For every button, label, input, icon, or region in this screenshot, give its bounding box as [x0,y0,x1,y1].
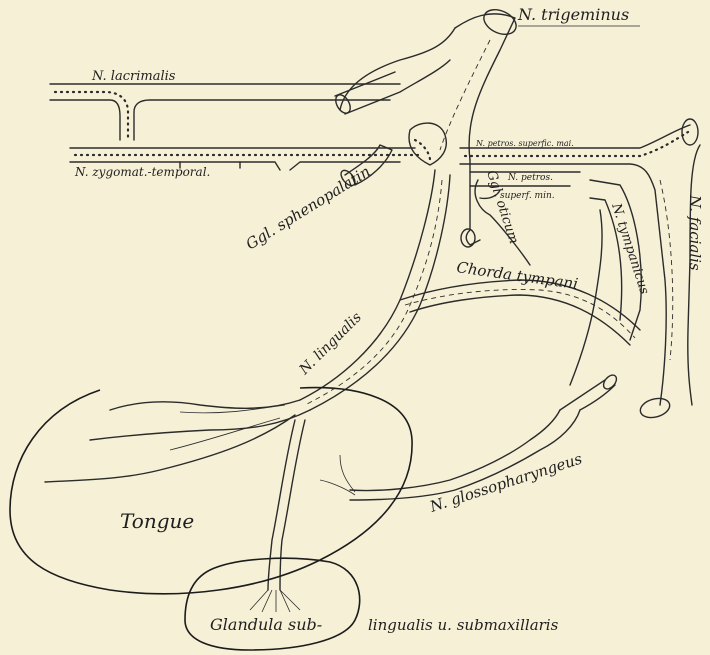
label-zygomat: N. zygomat.-temporal. [74,165,210,179]
trigeminus-trunk [333,5,520,160]
label-lingualis: N. lingualis [296,309,365,378]
tympanicus-nerve [570,180,641,385]
label-trigeminus: N. trigeminus [517,5,629,24]
chorda-tympani [400,280,640,345]
label-tongue: Tongue [120,509,194,533]
label-facialis: N. facialis [686,194,704,271]
glosso-nerve [320,373,619,500]
label-chorda: Chorda tympani [455,258,579,293]
label-glandula-1: Glandula sub- [210,615,322,634]
label-glandula-2: lingualis u. submaxillaris [368,616,559,634]
label-petros-sup-mai: N. petros. superfic. mai. [475,139,574,148]
gland-outline [185,558,360,650]
label-petros: N. petros. [507,173,553,183]
label-lacrimalis: N. lacrimalis [91,69,176,84]
label-ggl-spheno: Ggl. sphenopalatin [243,162,374,253]
label-glosso: N. glossopharyngeus [427,449,585,516]
label-tympanicus: N. tympanicus [608,201,652,297]
